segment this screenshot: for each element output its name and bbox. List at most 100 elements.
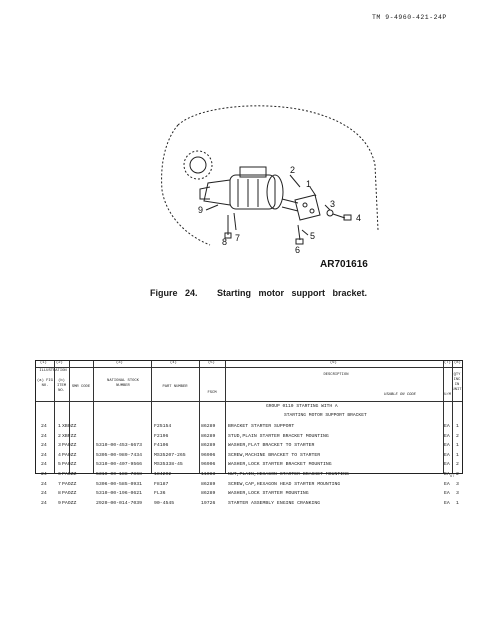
cell-unit-of-measure: EA xyxy=(444,472,450,477)
cell-unit-of-measure: EA xyxy=(444,462,450,468)
col-num-2: (2) xyxy=(56,361,63,365)
flywheel-opening xyxy=(183,150,213,180)
cell-description: WASHER,LOCK STARTER BRACKET MOUNTING xyxy=(228,462,332,468)
col-num-7: (7) xyxy=(444,361,451,365)
tm-number: TM 9-4960-421-24P xyxy=(372,14,447,21)
callout-4: 4 xyxy=(356,213,361,223)
cell-fscm: 11083 xyxy=(201,472,216,477)
engine-housing-outline xyxy=(177,105,379,231)
cell-fscm: 86289 xyxy=(201,481,216,487)
hdr-usable-on: USABLE ON CODE xyxy=(384,393,416,397)
hdr-qty: QTY INC IN UNIT xyxy=(452,373,462,392)
cell-fig-no: 24 xyxy=(41,481,47,487)
callout-9: 9 xyxy=(198,205,203,215)
cell-quantity: 1 xyxy=(456,424,459,429)
cell-item-no: 5 xyxy=(58,462,61,468)
callout-1: 1 xyxy=(306,179,311,189)
cell-item-no: 2 xyxy=(58,433,61,439)
starter-motor xyxy=(199,166,284,210)
cell-item-no: 7 xyxy=(58,481,61,487)
cell-fig-no: 24 xyxy=(41,462,47,468)
cell-part-number: MS35338-45 xyxy=(154,462,183,468)
hdr-part-number: PART NUMBER xyxy=(162,385,188,389)
cell-nsn: 5306-00-585-0931 xyxy=(96,481,143,487)
cell-smr-code: PAOZZ xyxy=(62,452,77,458)
cell-description: STARTER ASSEMBLY ENGINE CRANKING xyxy=(228,500,321,506)
cell-smr-code: PAOZZ xyxy=(62,491,77,497)
cell-quantity: 3 xyxy=(456,481,459,487)
cell-fig-no: 24 xyxy=(41,443,47,449)
cell-description: SCREW,MACHINE BRACKET TO STARTER xyxy=(228,452,321,458)
cell-unit-of-measure: EA xyxy=(444,491,450,497)
cell-smr-code: PAOZZ xyxy=(62,500,77,506)
cell-part-number: 90-4545 xyxy=(154,500,175,506)
cell-description: STUD,PLAIN STARTER BRACKET MOUNTING xyxy=(228,433,329,439)
page-number: 67 xyxy=(450,473,455,478)
cell-unit-of-measure: EA xyxy=(444,433,450,439)
hdr-item-no: (b) ITEM NO. xyxy=(56,379,67,393)
cell-quantity: 1 xyxy=(456,452,459,458)
cell-fscm: 96906 xyxy=(201,462,216,468)
cell-smr-code: XBOZZ xyxy=(62,424,77,429)
cell-part-number: F4106 xyxy=(154,443,169,449)
hdr-illustration: ILLUSTRATION xyxy=(39,369,67,373)
cell-smr-code: PAOZZ xyxy=(62,472,77,477)
cell-quantity: 1 xyxy=(456,500,459,506)
cell-smr-code: PAOZZ xyxy=(62,443,77,449)
cell-fscm: 96906 xyxy=(201,452,216,458)
figure-caption: Figure 24. Starting motor support bracke… xyxy=(150,288,367,298)
cell-description: WASHER,LOCK STARTER MOUNTING xyxy=(228,491,309,497)
cell-smr-code: XBFZZ xyxy=(62,433,77,439)
col-num-4: (4) xyxy=(170,361,177,365)
cell-item-no: 6 xyxy=(58,472,61,477)
cell-part-number: 184202 xyxy=(154,472,172,477)
support-bracket xyxy=(294,194,321,221)
callout-6: 6 xyxy=(295,245,300,255)
cell-part-number: FL36 xyxy=(154,491,166,497)
callout-3: 3 xyxy=(330,199,335,209)
cell-item-no: 4 xyxy=(58,452,61,458)
cell-description: BRACKET STARTER SUPPORT xyxy=(228,424,295,429)
parts-list-table: (1) (2) (3) (4) (5) (6) (7) (8) ILLUSTRA… xyxy=(35,360,463,506)
cell-description: NUT,PLAIN,HEXAGON STARTER BRACKET MOUNTI… xyxy=(228,472,349,477)
cell-nsn: 5305-00-989-7434 xyxy=(96,452,143,458)
cell-fscm: 86289 xyxy=(201,443,216,449)
cell-quantity: 2 xyxy=(456,472,459,477)
caption-title: Starting motor support bracket. xyxy=(217,288,368,298)
col-num-8: (8) xyxy=(454,361,461,365)
cell-quantity: 1 xyxy=(456,443,459,449)
hdr-description: DESCRIPTION xyxy=(323,373,349,377)
cell-fscm: 86289 xyxy=(201,424,216,429)
cell-quantity: 2 xyxy=(456,433,459,439)
group-line-2: STARTING MOTOR SUPPORT BRACKET xyxy=(284,413,367,418)
cell-quantity: 3 xyxy=(456,491,459,497)
cell-description: SCREW,CAP,HEXAGON HEAD STARTER MOUNTING xyxy=(228,481,341,487)
cell-unit-of-measure: EA xyxy=(444,452,450,458)
cell-fig-no: 24 xyxy=(41,452,47,458)
cell-description: WASHER,FLAT BRACKET TO STARTER xyxy=(228,443,315,449)
cell-nsn: 5310-00-407-9566 xyxy=(96,462,143,468)
cell-fig-no: 24 xyxy=(41,433,47,439)
cell-part-number: F2196 xyxy=(154,433,169,439)
hdr-fig-no: (a) FIG NO. xyxy=(37,379,53,388)
cell-smr-code: PAOZZ xyxy=(62,462,77,468)
hdr-fscm: FSCM xyxy=(207,391,217,395)
callout-2: 2 xyxy=(290,165,295,175)
cell-part-number: F25154 xyxy=(154,424,172,429)
cell-fig-no: 24 xyxy=(41,500,47,506)
cell-quantity: 2 xyxy=(456,462,459,468)
cell-unit-of-measure: EA xyxy=(444,443,450,449)
hdr-um: U/M xyxy=(444,393,451,397)
callout-5: 5 xyxy=(310,231,315,241)
art-number: AR701616 xyxy=(320,259,368,270)
hdr-nsn: NATIONAL STOCK NUMBER xyxy=(107,379,139,388)
